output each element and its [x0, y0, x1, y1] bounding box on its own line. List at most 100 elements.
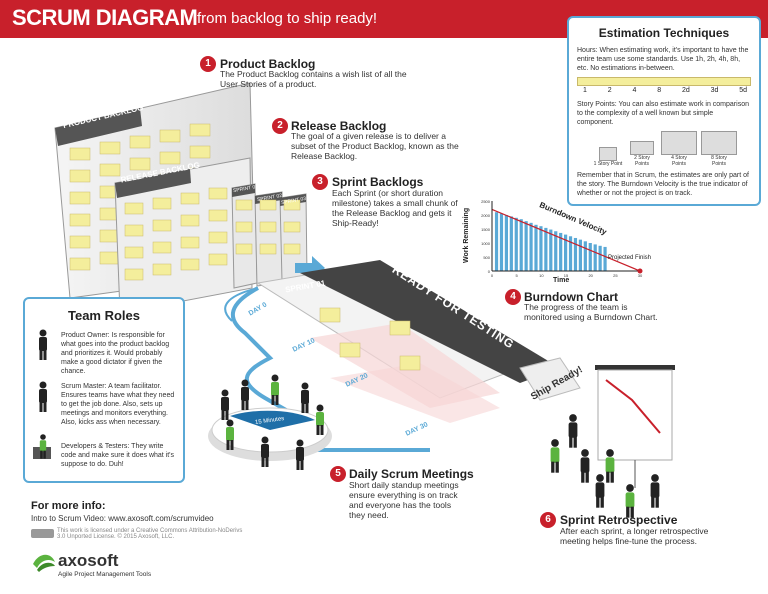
product-backlog-sticky	[189, 123, 211, 137]
retro-person-body	[595, 482, 605, 498]
meeting-person-leg	[245, 400, 249, 410]
retro-person-leg	[606, 471, 610, 483]
y-tick-label: 2000	[481, 213, 491, 218]
sprint-sticky	[259, 243, 277, 255]
projected-finish-point	[637, 268, 643, 274]
meeting-person-body	[261, 444, 269, 458]
release-backlog-sticky	[208, 187, 228, 200]
sprint-sticky	[283, 199, 301, 211]
product-owner-figure-leg	[43, 350, 47, 360]
meeting-person-body	[296, 447, 304, 461]
scale-tick: 8	[657, 87, 662, 94]
product-backlog-sticky	[129, 135, 151, 149]
product-owner-figure-leg	[39, 350, 43, 360]
meeting-person-body	[301, 390, 309, 404]
meeting-person-leg	[275, 395, 279, 405]
meeting-person-head	[271, 374, 279, 382]
step-6-title: Sprint Retrospective	[560, 513, 678, 527]
story-point-block: 4 Story Points	[661, 131, 697, 167]
release-backlog-sticky	[208, 209, 228, 222]
retro-person-head	[551, 439, 559, 447]
axosoft-tagline: Agile Project Management Tools	[58, 571, 152, 578]
x-tick-label: 30	[638, 273, 643, 278]
product-backlog-sticky	[69, 191, 91, 205]
daily-meeting-scene	[208, 374, 332, 470]
sprint-floor-sticky	[389, 320, 411, 336]
sprint-sticky	[235, 221, 253, 233]
burndown-velocity-line	[491, 208, 641, 272]
release-backlog-board	[114, 157, 253, 314]
burndown-bar	[519, 219, 523, 271]
meeting-person-head	[226, 419, 234, 427]
x-tick-label: 0	[491, 273, 494, 278]
burndown-bar	[494, 212, 499, 271]
step-6-text: After each sprint, a longer retrospectiv…	[560, 526, 709, 546]
burndown-bar	[583, 241, 587, 271]
meeting-person-leg	[265, 457, 269, 467]
retro-person-leg	[651, 496, 655, 508]
meeting-person-leg	[301, 403, 305, 413]
retro-person-head	[606, 449, 614, 457]
page-subtitle: from backlog to ship ready!	[197, 10, 378, 27]
sprint-floor	[224, 260, 581, 452]
scrum-master-figure-leg	[39, 402, 43, 412]
retro-person-leg	[585, 471, 589, 483]
step-3-number: 3	[312, 174, 328, 190]
retro-person-leg	[569, 436, 573, 448]
video-link[interactable]: Intro to Scrum Video: www.axosoft.com/sc…	[31, 514, 214, 523]
developer-figure-head	[40, 434, 46, 440]
release-backlog-sticky	[180, 236, 200, 249]
burndown-bar	[603, 246, 607, 271]
scale-tick: 3d	[710, 87, 719, 94]
meeting-person-leg	[261, 457, 265, 467]
retro-person-body	[650, 482, 660, 498]
release-backlog-sticky	[124, 246, 144, 259]
sprint-sticky	[283, 221, 301, 233]
step-2-title: Release Backlog	[291, 119, 387, 133]
retro-person-head	[569, 414, 577, 422]
role-developers: Developers & Testers: They write code an…	[61, 443, 175, 468]
product-backlog-sticky	[189, 145, 211, 159]
team-roles-title: Team Roles	[67, 308, 140, 323]
burndown-bar	[549, 229, 553, 271]
retro-person-body	[580, 457, 590, 473]
developer-figure-body	[39, 440, 47, 452]
release-backlog-sticky	[208, 253, 228, 266]
more-info-heading: For more info:	[31, 500, 106, 512]
role-product-owner: Product Owner: Is responsible for what g…	[61, 332, 170, 375]
step-4-number: 4	[505, 289, 521, 305]
step-2-number: 2	[272, 118, 288, 134]
x-tick-label: 5	[516, 273, 519, 278]
product-backlog-sticky	[69, 235, 91, 249]
x-tick-label: 25	[613, 273, 618, 278]
projected-finish-label: Projected Finish	[608, 255, 652, 261]
release-backlog-sticky	[152, 241, 172, 254]
step-5-title: Daily Scrum Meetings	[349, 467, 474, 481]
role-figures	[33, 329, 51, 459]
estimation-title: Estimation Techniques	[598, 26, 730, 40]
burndown-bar	[573, 237, 578, 271]
meeting-person-leg	[316, 425, 320, 435]
estimation-footer: Remember that in Scrum, the estimates ar…	[577, 172, 749, 197]
scrum-master-figure-head	[39, 381, 47, 389]
release-backlog-sticky	[152, 219, 172, 232]
meeting-person-leg	[230, 440, 234, 450]
cc-license-icon	[31, 529, 54, 538]
story-point-block: 2 Story Points	[627, 141, 657, 167]
y-tick-label: 2500	[481, 199, 491, 204]
scrum-master-figure-body	[39, 389, 47, 403]
sprint-sticky	[235, 243, 253, 255]
retro-person-leg	[655, 496, 659, 508]
burndown-bar	[529, 222, 533, 271]
scale-tick: 2	[607, 87, 612, 94]
step-3-title: Sprint Backlogs	[332, 175, 424, 189]
story-point-block: 1 Story Point	[593, 147, 623, 167]
meeting-person-body	[316, 412, 324, 426]
sprint-floor-sticky	[319, 307, 341, 323]
y-tick-label: 1000	[481, 241, 491, 246]
meeting-person-leg	[300, 460, 304, 470]
burndown-bar	[504, 215, 508, 271]
meeting-person-head	[221, 389, 229, 397]
retro-person-leg	[573, 436, 577, 448]
